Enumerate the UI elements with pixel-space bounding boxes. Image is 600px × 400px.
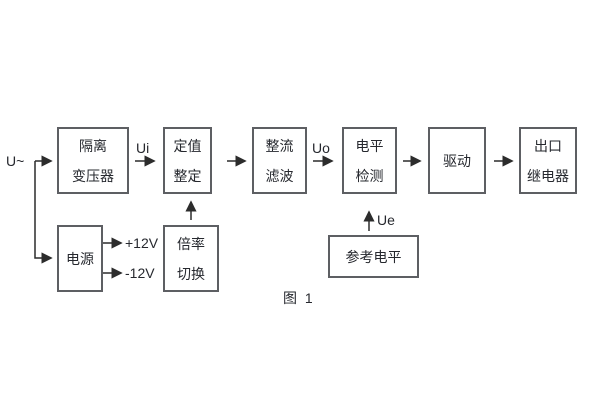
connector-input-branch-to-power xyxy=(34,161,53,264)
signal-label-plus12v: +12V xyxy=(125,235,159,251)
block-multiplier-switch: 倍率 切换 xyxy=(163,225,219,292)
block-setting-adjustment: 定值 整定 xyxy=(163,127,212,194)
block-output-relay: 出口 继电器 xyxy=(519,127,577,194)
block-reference-level: 参考电平 xyxy=(328,235,419,278)
signal-label-ue: Ue xyxy=(377,212,395,228)
block-level-detection: 电平 检测 xyxy=(342,127,397,194)
signal-label-uo: Uo xyxy=(312,140,330,156)
signal-label-minus12v: -12V xyxy=(125,265,155,281)
block-rectifier-filter: 整流 滤波 xyxy=(252,127,307,194)
signal-label-ui: Ui xyxy=(136,140,150,156)
block-drive: 驱动 xyxy=(428,127,486,194)
block-power-supply: 电源 xyxy=(57,225,103,292)
signal-label-input: U~ xyxy=(6,153,25,169)
block-isolation-transformer: 隔离 变压器 xyxy=(57,127,129,194)
figure-caption: 图 1 xyxy=(283,290,315,306)
